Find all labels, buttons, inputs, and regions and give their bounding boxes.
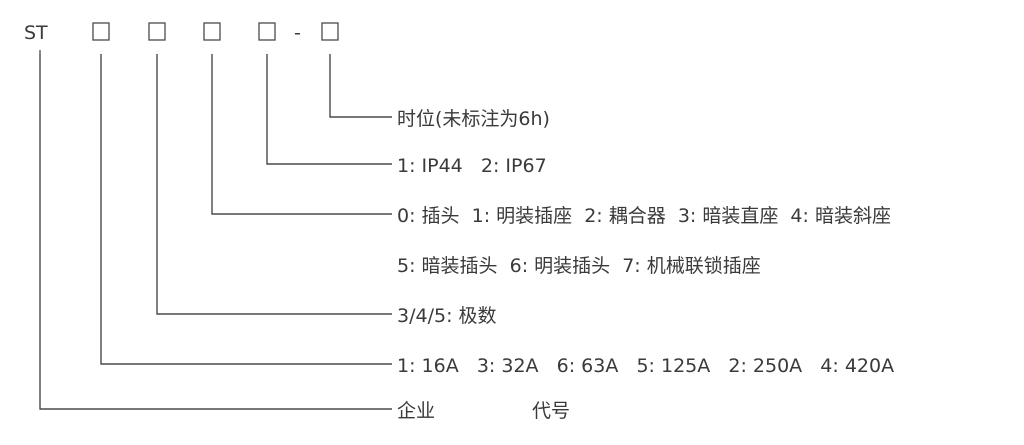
leader-company-code	[39, 54, 392, 410]
code-box-poles	[148, 22, 166, 41]
leader-type	[211, 54, 392, 215]
desc-type-line1: 0: 插头 1: 明装插座 2: 耦合器 3: 暗装直座 4: 暗装斜座	[397, 205, 891, 227]
leader-protection	[266, 54, 392, 165]
code-box-clock	[321, 22, 339, 41]
leader-clock	[329, 54, 392, 118]
leader-current	[100, 54, 392, 365]
desc-poles: 3/4/5: 极数	[397, 305, 497, 327]
desc-current: 1: 16A 3: 32A 6: 63A 5: 125A 2: 250A 4: …	[397, 355, 894, 377]
desc-protection: 1: IP44 2: IP67	[397, 155, 547, 177]
code-box-current	[92, 22, 110, 41]
desc-company-code-left: 企业	[397, 400, 435, 422]
leader-poles	[156, 54, 392, 315]
desc-type-line2: 5: 暗装插头 6: 明装插头 7: 机械联锁插座	[397, 255, 761, 277]
code-separator: -	[294, 22, 301, 44]
desc-company-code-right: 代号	[532, 400, 570, 422]
code-prefix: ST	[24, 22, 48, 44]
code-box-type	[203, 22, 221, 41]
code-box-protection	[258, 22, 276, 41]
desc-clock-position: 时位(未标注为6h)	[397, 108, 550, 130]
